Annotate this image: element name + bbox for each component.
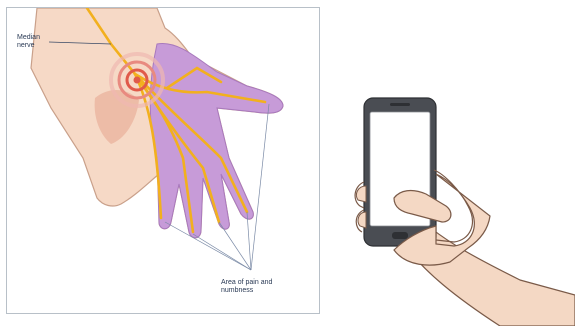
area-of-pain-label: Area of pain and numbness (221, 279, 301, 295)
pain-area-zone (150, 43, 283, 237)
hand-diagram-panel: Median nerve Area of pain and numbness (6, 7, 320, 314)
phone-hand (350, 90, 575, 326)
phone-home-button (392, 232, 408, 239)
median-nerve-label: Median nerve (17, 34, 57, 50)
phone-in-hand-illustration (350, 90, 575, 326)
inflammation-icon (111, 54, 163, 106)
phone-speaker (390, 103, 410, 106)
hand-diagram (7, 8, 319, 313)
